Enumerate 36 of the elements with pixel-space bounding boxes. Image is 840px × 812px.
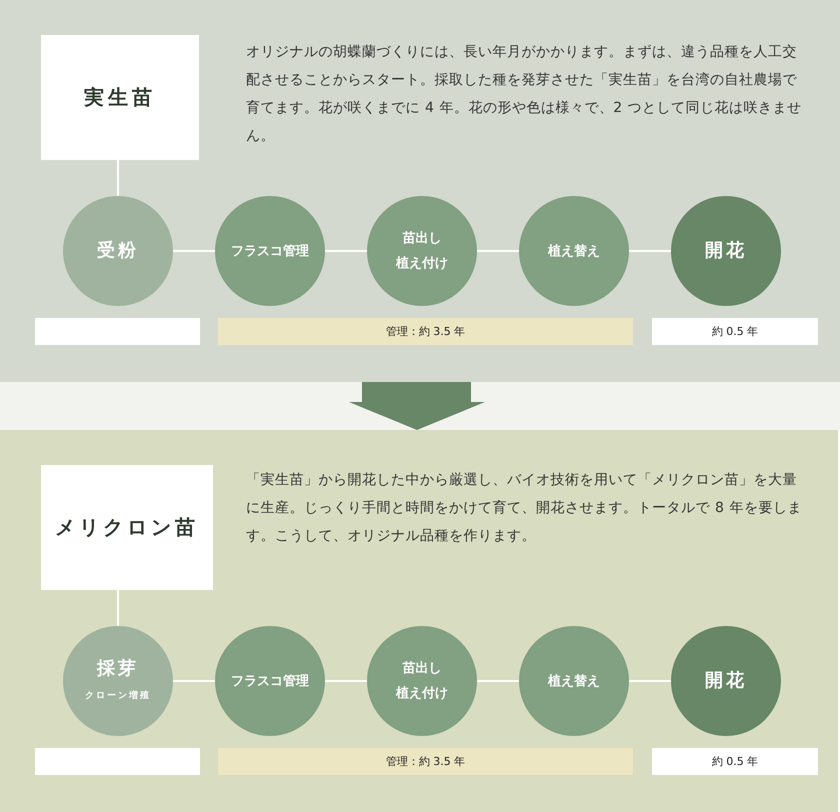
title-box: [41, 35, 199, 160]
duration-text: 約 0.5 年: [712, 324, 758, 339]
step-label: 開花: [704, 669, 748, 693]
description-paragraph: 「実生苗」から開花した中から厳選し、バイオ技術を用いて「メリクロン苗」を大量に生産。じっくり手間と時間をかけて育て、開花させます。トータルで 8 年を要します。こうして、オリジナル品種を作ります。: [246, 471, 803, 546]
connector-line: [117, 160, 119, 196]
step-label: 採芽: [96, 656, 140, 680]
connector-line: [629, 680, 671, 682]
duration-band: [35, 318, 200, 345]
connector-line: [325, 250, 367, 252]
connector-line: [629, 250, 671, 252]
duration-text: 約 0.5 年: [712, 754, 758, 769]
step-label: クローン増殖: [84, 689, 152, 702]
stage-title: メリクロン苗: [55, 514, 199, 541]
duration-band: [218, 318, 633, 345]
description-paragraph: オリジナルの胡蝶蘭づくりには、長い年月がかかります。まずは、違う品種を人工交配させることからスタート。採取した種を発芽させた「実生苗」を台湾の自社農場で育てます。花が咲くまでに 4 年。花の形や色は様々で、2 つとして同じ花は咲きません。: [246, 43, 803, 146]
duration-text: 管理：約 3.5 年: [386, 324, 466, 339]
step-label: フラスコ管理: [230, 242, 310, 260]
step-label: 苗出し植え付け: [394, 660, 449, 703]
duration-text: 管理：約 3.5 年: [386, 754, 466, 769]
step-label: 開花: [704, 239, 748, 263]
connector-line: [325, 680, 367, 682]
connector-line: [477, 680, 519, 682]
duration-band: [652, 318, 818, 345]
step-label: 受粉: [96, 239, 140, 263]
duration-band: [35, 748, 200, 775]
connector-line: [477, 250, 519, 252]
step-label: フラスコ管理: [230, 672, 310, 690]
step-label: 植え替え: [546, 672, 601, 690]
stage-title: 実生苗: [84, 84, 156, 111]
title-box: [41, 465, 213, 590]
step-label: 苗出し植え付け: [394, 230, 449, 273]
duration-band: [652, 748, 818, 775]
step-label: 植え替え: [546, 242, 601, 260]
connector-line: [173, 680, 215, 682]
connector-line: [117, 590, 119, 626]
connector-line: [173, 250, 215, 252]
